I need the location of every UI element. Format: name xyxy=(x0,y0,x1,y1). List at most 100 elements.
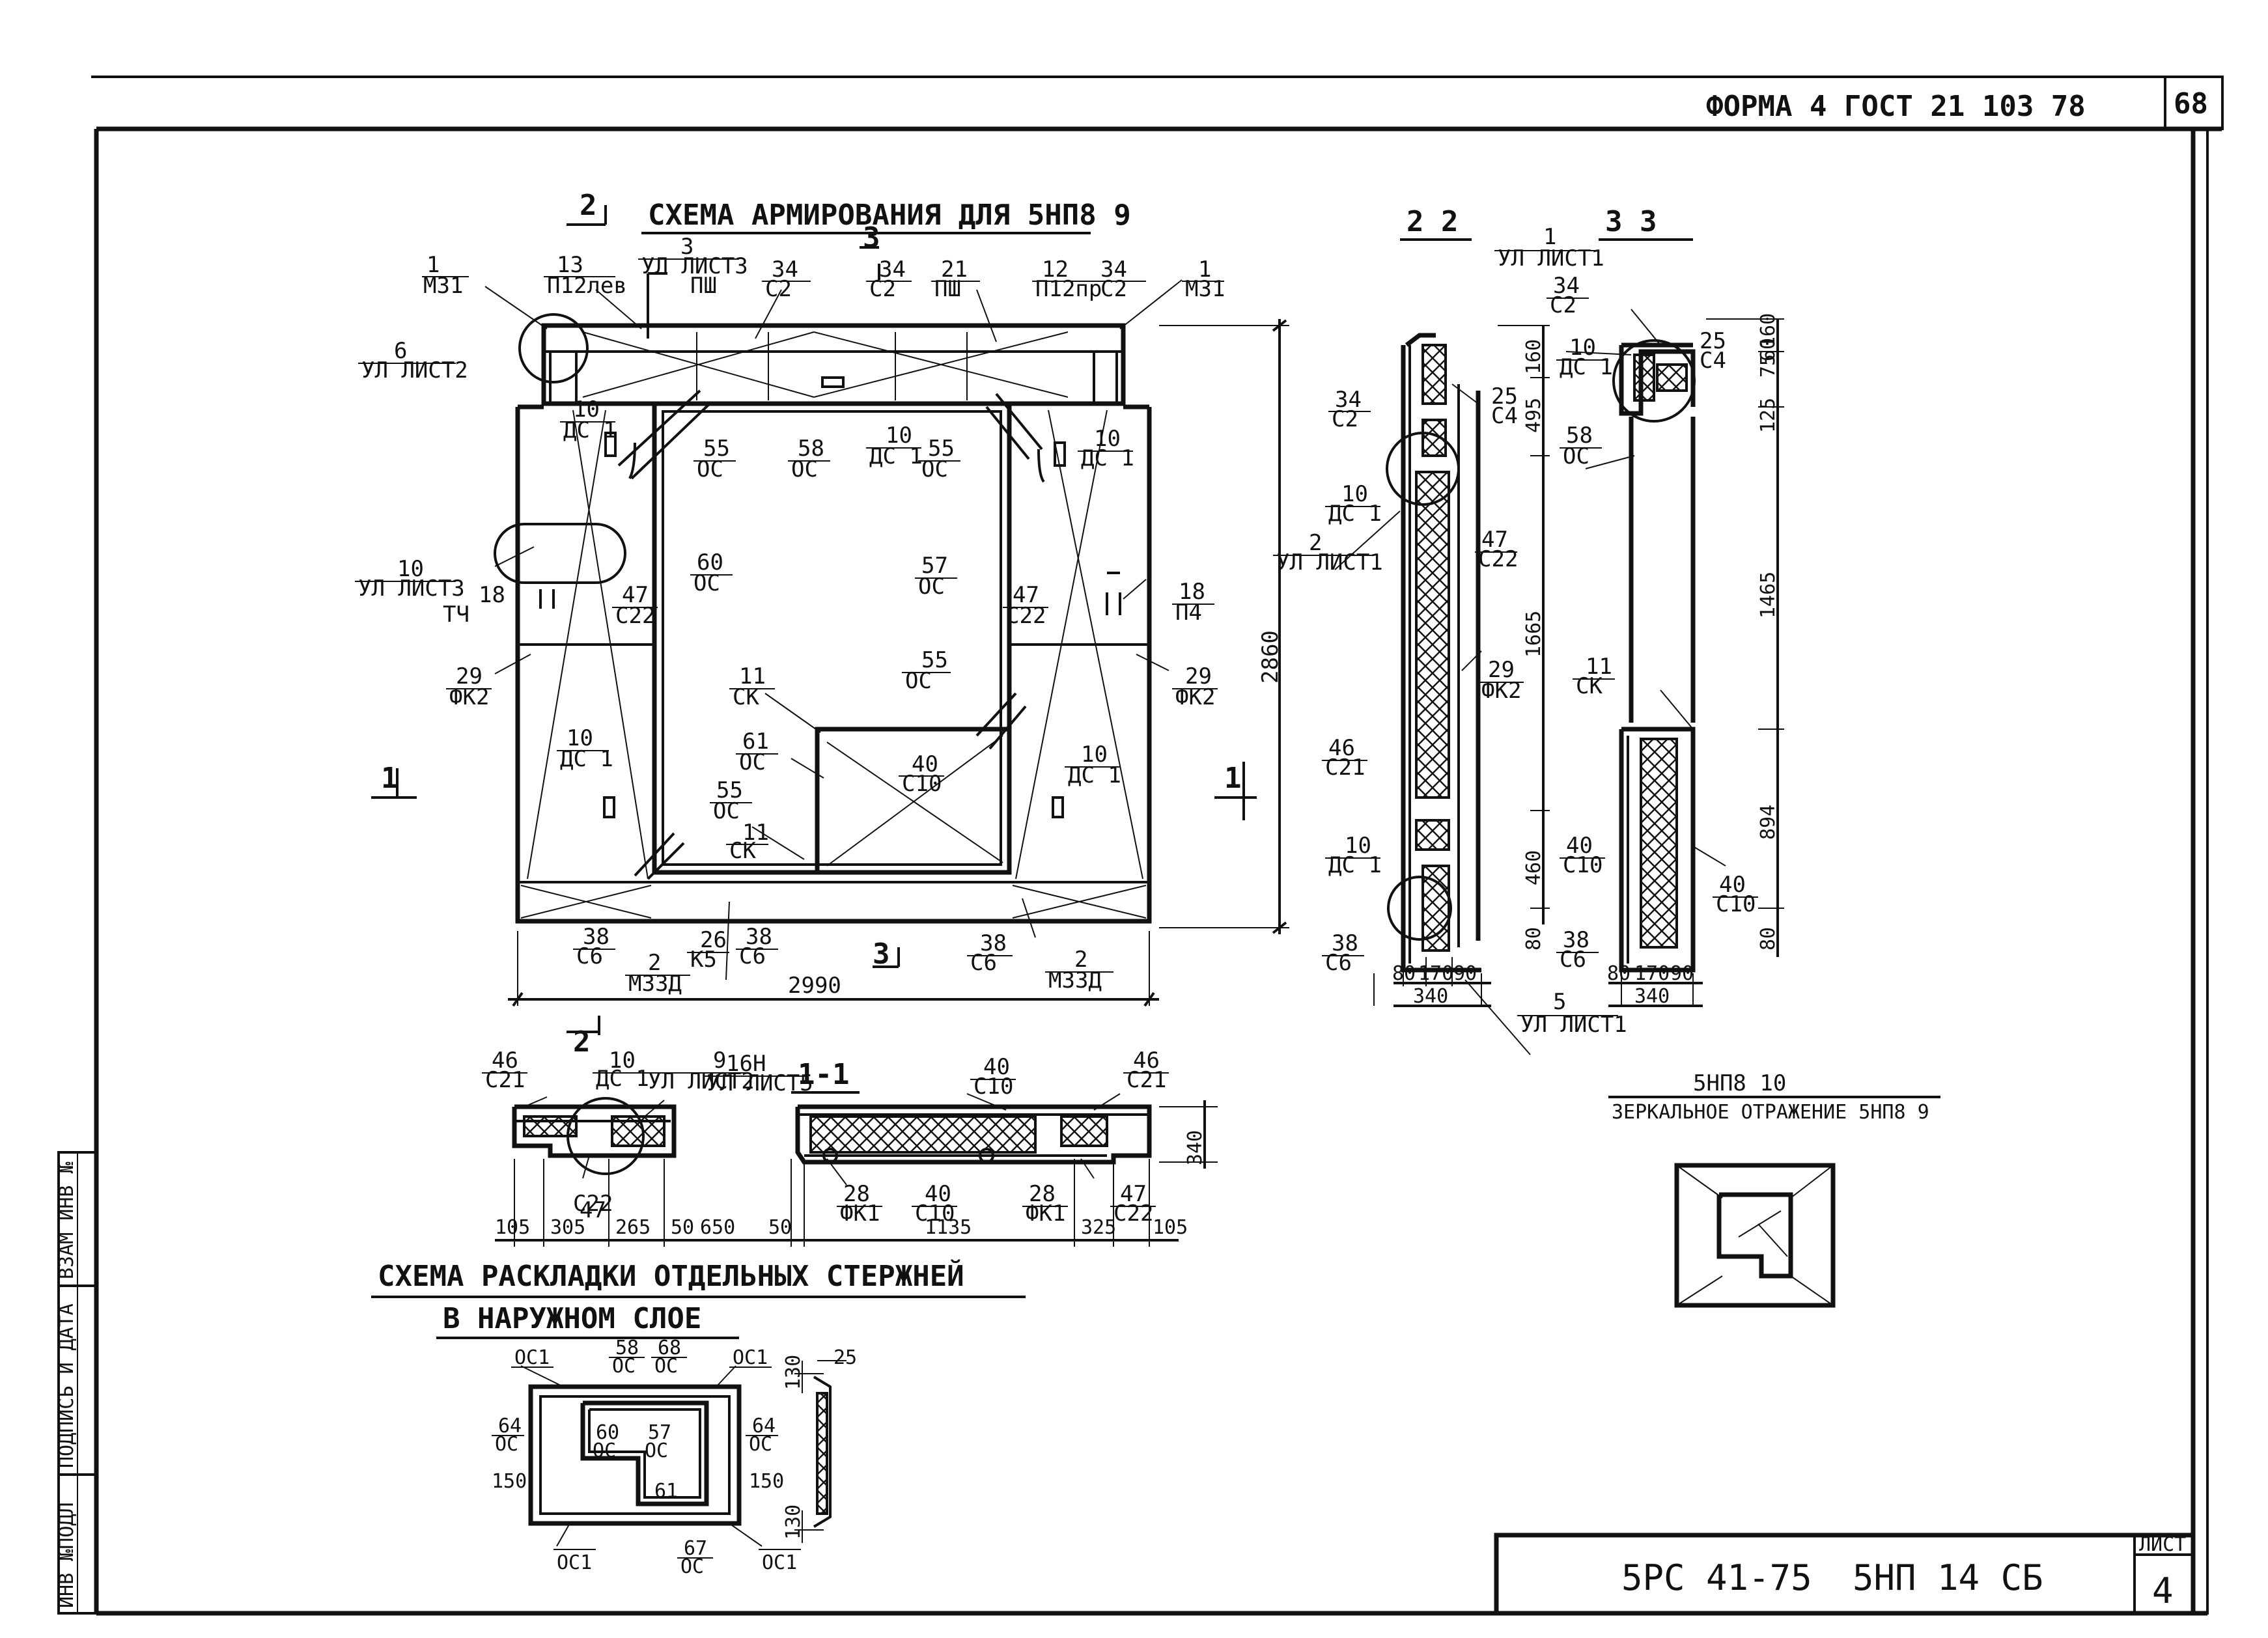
svg-text:68: 68 xyxy=(658,1337,681,1359)
svg-text:2: 2 xyxy=(573,1025,591,1059)
svg-text:С2: С2 xyxy=(1550,292,1576,318)
section-1-1 xyxy=(495,1093,1218,1247)
svg-text:УЛ ЛИСТ5: УЛ ЛИСТ5 xyxy=(707,1070,813,1096)
svg-text:47: 47 xyxy=(1120,1181,1147,1207)
svg-text:340: 340 xyxy=(1184,1130,1207,1165)
svg-text:18: 18 xyxy=(1179,579,1205,605)
svg-text:80: 80 xyxy=(1392,962,1416,985)
svg-text:57: 57 xyxy=(921,553,948,579)
svg-text:60: 60 xyxy=(1757,338,1780,361)
svg-text:С21: С21 xyxy=(485,1067,525,1093)
section-11-label: 1-1 xyxy=(798,1058,849,1091)
svg-text:С22: С22 xyxy=(573,1191,613,1217)
svg-text:150: 150 xyxy=(492,1470,527,1493)
svg-text:40: 40 xyxy=(1719,872,1746,898)
main-title: СХЕМА АРМИРОВАНИЯ ДЛЯ 5НП8 9 xyxy=(648,199,1131,232)
svg-text:10: 10 xyxy=(1345,833,1371,859)
svg-text:64: 64 xyxy=(752,1415,776,1437)
section-2-2 xyxy=(1334,325,1550,1055)
svg-text:38: 38 xyxy=(583,924,609,950)
svg-text:С21: С21 xyxy=(1325,755,1365,781)
svg-text:С4: С4 xyxy=(1491,403,1518,429)
svg-text:67: 67 xyxy=(684,1537,707,1560)
sheet-code: 5НП 14 СБ xyxy=(1853,1557,2043,1598)
svg-text:58: 58 xyxy=(798,436,824,462)
svg-text:10: 10 xyxy=(397,556,424,582)
svg-text:10: 10 xyxy=(573,396,600,423)
svg-text:ОС1: ОС1 xyxy=(762,1551,797,1574)
svg-text:160: 160 xyxy=(1757,313,1780,348)
svg-text:495: 495 xyxy=(1522,398,1545,433)
svg-text:80: 80 xyxy=(1757,927,1780,951)
svg-text:ОС: ОС xyxy=(680,1555,704,1578)
svg-text:18: 18 xyxy=(479,582,505,608)
svg-text:12: 12 xyxy=(1042,257,1069,283)
svg-text:29: 29 xyxy=(456,663,483,689)
svg-text:460: 460 xyxy=(1522,850,1545,885)
svg-text:50: 50 xyxy=(671,1216,694,1239)
svg-text:11: 11 xyxy=(739,663,766,689)
svg-text:80: 80 xyxy=(1522,927,1545,951)
svg-text:3: 3 xyxy=(680,234,693,260)
svg-text:130: 130 xyxy=(782,1355,805,1390)
svg-text:47: 47 xyxy=(580,1197,606,1223)
svg-text:38: 38 xyxy=(1563,927,1589,953)
svg-text:58: 58 xyxy=(1566,423,1593,449)
svg-text:ОС: ОС xyxy=(654,1355,678,1378)
svg-text:ОС1: ОС1 xyxy=(514,1346,550,1369)
svg-text:С10: С10 xyxy=(1716,891,1756,917)
svg-text:38: 38 xyxy=(746,924,772,950)
mirror-code: 5НП8 10 xyxy=(1693,1070,1786,1096)
svg-text:1: 1 xyxy=(1224,762,1242,795)
svg-text:С10: С10 xyxy=(902,771,942,797)
stamp-swap-inv: ВЗАМ ИНВ № xyxy=(55,1161,78,1279)
svg-text:10: 10 xyxy=(1094,426,1121,452)
svg-text:34: 34 xyxy=(1100,257,1127,283)
svg-text:УЛ ЛИСТ1: УЛ ЛИСТ1 xyxy=(1498,245,1604,271)
svg-text:1: 1 xyxy=(1198,257,1211,283)
svg-text:58: 58 xyxy=(615,1337,639,1359)
svg-text:2: 2 xyxy=(1074,947,1087,973)
svg-text:СК: СК xyxy=(1576,673,1603,699)
svg-text:П12пр: П12пр xyxy=(1035,276,1102,302)
svg-text:5: 5 xyxy=(1553,989,1566,1015)
svg-text:325: 325 xyxy=(1081,1216,1116,1239)
svg-text:34: 34 xyxy=(1553,273,1580,299)
svg-text:УЛ ЛИСТ3: УЛ ЛИСТ3 xyxy=(358,576,465,602)
svg-text:26: 26 xyxy=(700,927,727,953)
svg-text:С2: С2 xyxy=(1332,406,1358,432)
sheet-label: ЛИСТ xyxy=(2139,1533,2186,1556)
svg-text:21: 21 xyxy=(941,257,968,283)
svg-text:С10: С10 xyxy=(1563,852,1603,878)
svg-text:40: 40 xyxy=(1566,833,1593,859)
svg-text:105: 105 xyxy=(495,1216,530,1239)
svg-text:10: 10 xyxy=(567,725,593,751)
svg-text:С6: С6 xyxy=(1325,950,1352,976)
svg-text:160: 160 xyxy=(1522,339,1545,374)
svg-text:1465: 1465 xyxy=(1757,572,1780,618)
svg-text:1665: 1665 xyxy=(1522,611,1545,658)
svg-text:40: 40 xyxy=(912,751,938,777)
svg-text:ДС 1: ДС 1 xyxy=(1328,501,1382,527)
svg-text:9: 9 xyxy=(713,1048,726,1074)
svg-text:УЛ ЛИСТ2: УЛ ЛИСТ2 xyxy=(361,357,468,383)
svg-text:894: 894 xyxy=(1757,805,1780,840)
svg-text:130: 130 xyxy=(782,1505,805,1540)
svg-text:ДС 1: ДС 1 xyxy=(596,1066,649,1092)
svg-text:64: 64 xyxy=(498,1415,522,1437)
svg-text:46: 46 xyxy=(492,1048,518,1074)
section-22-label: 2 2 xyxy=(1407,205,1458,238)
svg-text:ОС: ОС xyxy=(495,1433,518,1456)
panel-elevation xyxy=(371,246,1289,1035)
section-mark-2-top: 2 xyxy=(580,189,597,222)
svg-text:47: 47 xyxy=(622,582,649,608)
svg-text:СК: СК xyxy=(729,838,756,864)
svg-text:С4: С4 xyxy=(1700,348,1726,374)
svg-text:С2: С2 xyxy=(1100,276,1127,302)
doc-code: 5РС 41-75 xyxy=(1621,1557,1812,1598)
svg-text:25: 25 xyxy=(833,1346,857,1369)
